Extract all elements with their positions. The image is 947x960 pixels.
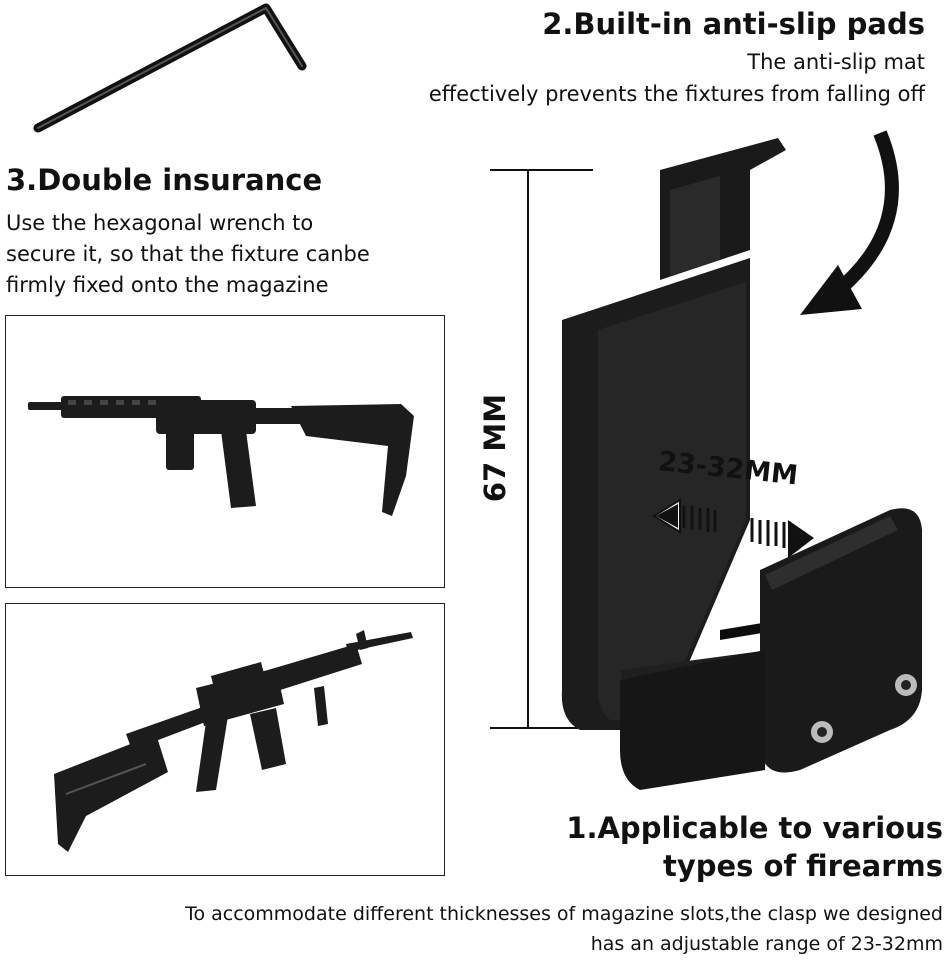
rifle-2-image bbox=[54, 630, 413, 852]
hex-wrench-icon bbox=[33, 3, 307, 133]
anti-slip-line-2: effectively prevents the fixtures from f… bbox=[428, 82, 925, 106]
double-insurance-line-1: Use the hexagonal wrench to bbox=[6, 211, 314, 235]
clamp-product-image bbox=[561, 138, 922, 790]
rifle-photo-2 bbox=[5, 603, 445, 876]
anti-slip-title: 2.Built-in anti-slip pads bbox=[542, 7, 925, 41]
double-insurance-line-2: secure it, so that the fixture canbe bbox=[6, 242, 370, 266]
adjustable-range-line-2: has an adjustable range of 23-32mm bbox=[590, 933, 943, 955]
curved-arrow-icon bbox=[800, 130, 899, 315]
height-dimension-line bbox=[490, 169, 593, 729]
rifle-photo-1 bbox=[5, 315, 445, 588]
adjustable-range-line-1: To accommodate different thicknesses of … bbox=[185, 903, 943, 925]
firearms-title-line-2: types of firearms bbox=[662, 849, 943, 883]
double-insurance-title: 3.Double insurance bbox=[6, 163, 323, 197]
double-arrow-icon bbox=[652, 498, 814, 558]
height-label: 67 MM bbox=[478, 368, 518, 528]
double-insurance-line-3: firmly fixed onto the magazine bbox=[6, 273, 329, 297]
firearms-title-line-1: 1.Applicable to various bbox=[566, 811, 943, 845]
anti-slip-line-1: The anti-slip mat bbox=[747, 50, 925, 74]
rifle-1-image bbox=[28, 396, 414, 516]
